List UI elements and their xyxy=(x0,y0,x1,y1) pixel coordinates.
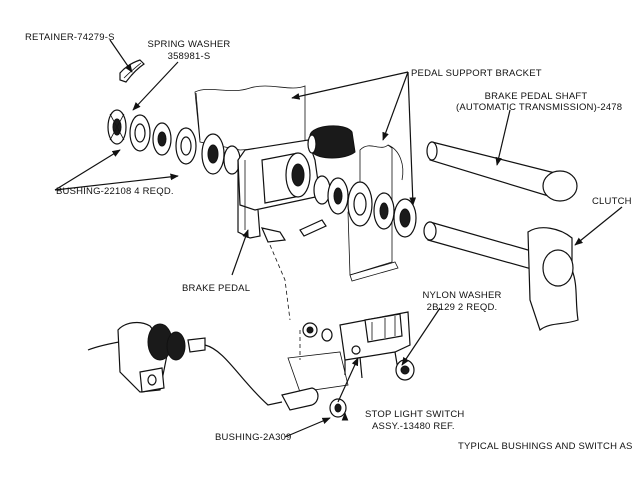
pedal-pins xyxy=(260,219,327,243)
leader-lines xyxy=(54,39,623,438)
pedal-support-bracket-label: PEDAL SUPPORT BRACKET xyxy=(411,68,542,79)
right-bushing-stack xyxy=(313,175,417,238)
nylon-washer-label: NYLON WASHER xyxy=(422,290,502,301)
bushing-22108-label: BUSHING-22108 4 REQD. xyxy=(56,186,174,197)
spring-washer xyxy=(107,109,127,145)
stop-light-switch-part-number: ASSY.-13480 REF. xyxy=(372,421,455,432)
lower-linkage xyxy=(87,321,347,418)
nylon-washer-part-number: 2B129 2 REQD. xyxy=(426,302,498,313)
brake-pedal-hub xyxy=(237,125,356,239)
stop-light-switch-label: STOP LIGHT SWITCH xyxy=(365,409,465,420)
alignment-lines xyxy=(269,244,301,360)
left-bushing-stack xyxy=(129,114,241,175)
figure-caption: TYPICAL BUSHINGS AND SWITCH AS xyxy=(458,441,632,452)
brake-pedal-shaft-part-number: (AUTOMATIC TRANSMISSION)-2478 xyxy=(456,102,623,113)
brake-pedal-shaft-label: BRAKE PEDAL SHAFT xyxy=(484,91,588,102)
retainer-label: RETAINER-74279-S xyxy=(25,32,115,43)
brake-pedal-label: BRAKE PEDAL xyxy=(182,283,251,294)
stop-light-switch xyxy=(287,311,415,393)
clutch-pedal-shaft xyxy=(423,221,579,332)
spring-washer-part-number: 358981-S xyxy=(167,51,211,62)
pedal-support-bracket xyxy=(194,85,404,282)
spring-washer-label: SPRING WASHER xyxy=(147,39,231,50)
clutch-label: CLUTCH xyxy=(592,196,632,207)
bushing-2a309-label: BUSHING-2A309 xyxy=(215,432,292,443)
brake-pedal-shaft xyxy=(426,141,578,202)
